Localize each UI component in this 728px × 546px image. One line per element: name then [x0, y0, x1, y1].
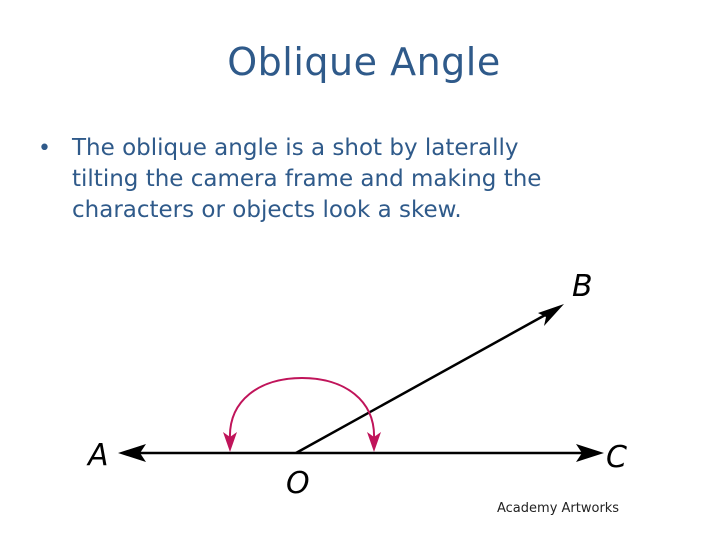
bullet-line-1: The oblique angle is a shot by laterally: [72, 135, 519, 161]
slide-title: Oblique Angle: [227, 40, 501, 84]
bullet-line-3: characters or objects look a skew.: [72, 197, 462, 223]
bullet-text: The oblique angle is a shot by laterally…: [72, 133, 682, 226]
label-c: C: [606, 440, 627, 475]
arc-arrowhead-left: [223, 432, 237, 452]
bullet-line-2: tilting the camera frame and making the: [72, 166, 542, 192]
image-credit: Academy Artworks: [497, 501, 619, 516]
label-b: B: [572, 269, 593, 304]
label-o: O: [286, 466, 310, 501]
arrowhead-b: [538, 304, 564, 326]
arrowhead-a: [118, 444, 146, 462]
arc-arrowhead-right: [367, 432, 381, 452]
angle-arc: [228, 376, 376, 441]
ray-ob: [295, 307, 557, 455]
bullet-marker: •: [38, 136, 51, 161]
arrowhead-c: [576, 444, 604, 462]
label-a: A: [86, 438, 109, 473]
